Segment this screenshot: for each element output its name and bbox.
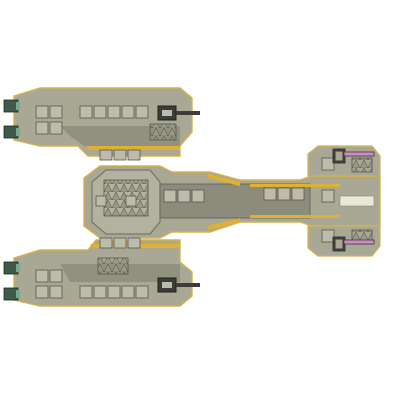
weapon-mount-upper-left[interactable] — [157, 105, 200, 121]
upper-engines — [3, 99, 20, 139]
weapon-mount-upper-right[interactable] — [332, 148, 375, 164]
core-rooms — [95, 157, 375, 245]
upper-arm — [13, 87, 193, 157]
lower-arm-rooms — [35, 237, 149, 299]
lower-engines — [3, 261, 20, 301]
weapon-mount-lower-left[interactable] — [157, 277, 200, 293]
weapon-mount-lower-right[interactable] — [332, 236, 375, 252]
upper-arm-rooms — [35, 105, 177, 161]
